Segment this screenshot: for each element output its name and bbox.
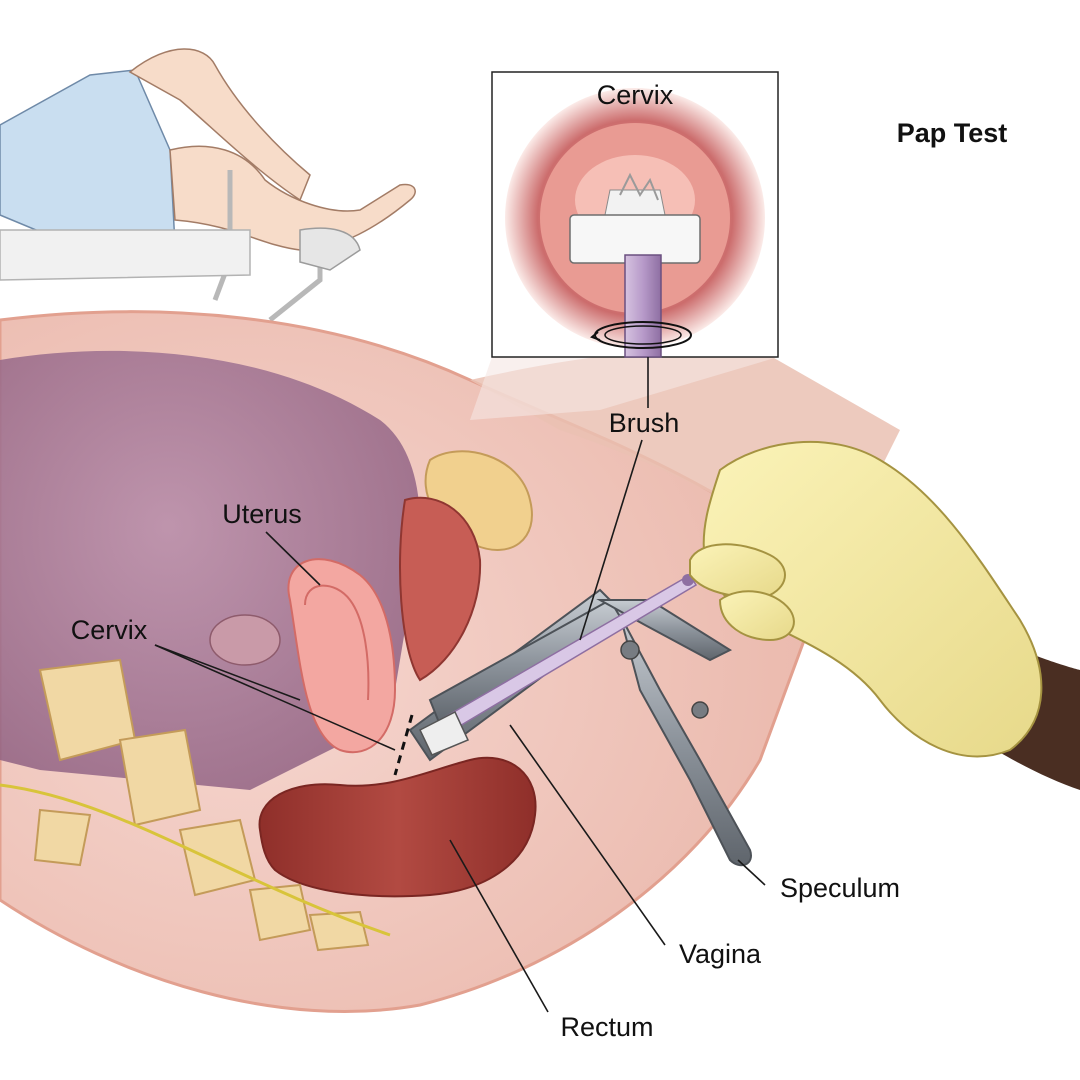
cervix-inset: Cervix <box>491 71 779 358</box>
rectum-leader <box>449 839 549 1013</box>
cervix-marker <box>393 714 414 776</box>
vagina-label: Vagina <box>679 939 762 969</box>
inset-cervix-label-text: Cervix <box>597 80 674 110</box>
brush-instrument <box>419 573 698 756</box>
brush-leader <box>579 439 643 641</box>
uterus-label: Uterus <box>222 499 302 529</box>
cervix-leader <box>154 644 396 751</box>
speculum-label: Speculum <box>780 873 900 903</box>
inset-connector <box>470 357 778 420</box>
rectum-label: Rectum <box>560 1012 653 1042</box>
patient-legs-drawing <box>0 48 416 322</box>
uterus-leader <box>265 531 321 586</box>
cervix-leader-2 <box>154 644 301 701</box>
cervix-label: Cervix <box>71 615 148 645</box>
vagina-leader <box>509 724 666 946</box>
rectum-organ <box>258 756 537 898</box>
page-title: Pap Test <box>897 118 1008 148</box>
pelvic-cross-section <box>0 310 900 1013</box>
gloved-hand <box>689 440 1080 790</box>
speculum-leader <box>737 859 766 886</box>
uterus-organ <box>287 496 482 754</box>
brush-label: Brush <box>609 408 680 438</box>
spine-bones <box>0 658 391 952</box>
ovary <box>209 614 281 666</box>
